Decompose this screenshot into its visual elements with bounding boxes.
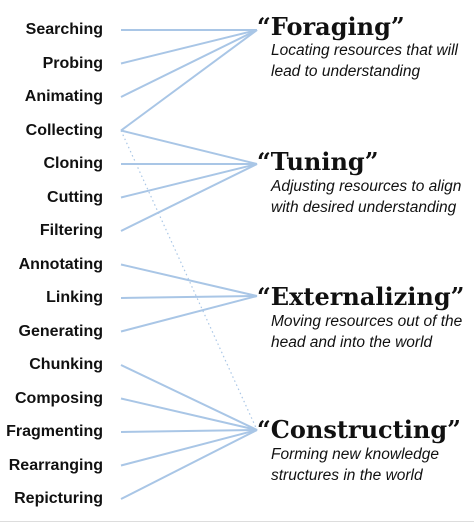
connector-line	[120, 429, 258, 467]
verb-label: Repicturing	[14, 490, 103, 507]
connector-line	[120, 129, 258, 165]
category-description: Locating resources that will lead to und…	[271, 42, 458, 80]
verb-label: Searching	[25, 21, 103, 38]
category-title: “Tuning”	[257, 147, 379, 176]
verb-label: Cloning	[43, 155, 103, 172]
bottom-divider	[0, 521, 474, 522]
connector-line	[120, 29, 258, 132]
connector-line	[120, 429, 258, 433]
category-description: Adjusting resources to align with desire…	[271, 178, 462, 216]
verb-label: Linking	[46, 289, 103, 306]
verb-label: Cutting	[47, 188, 103, 206]
verb-label: Collecting	[25, 121, 103, 139]
verb-label: Probing	[42, 54, 103, 72]
verb-label: Annotating	[18, 255, 103, 273]
category-title: “Foraging”	[257, 12, 405, 41]
dotted-connector-line	[120, 130, 258, 431]
connector-line	[120, 29, 258, 65]
connector-line	[120, 263, 258, 297]
connector-line	[120, 29, 258, 98]
verb-label: Fragmenting	[6, 423, 103, 440]
verb-label: Chunking	[29, 356, 103, 373]
category-description: Forming new knowledge structures in the …	[271, 446, 440, 484]
category-title: “Externalizing”	[257, 282, 465, 311]
verb-label: Filtering	[39, 222, 103, 239]
category-title: “Constructing”	[257, 415, 461, 444]
connector-line	[120, 397, 258, 431]
verb-label: Animating	[24, 88, 103, 105]
connector-line	[120, 295, 258, 333]
connector-line	[120, 295, 258, 299]
connector-line	[120, 429, 258, 500]
verb-label: Composing	[15, 389, 103, 407]
verb-label: Generating	[18, 322, 103, 340]
category-description: Moving resources out of the head and int…	[271, 313, 463, 351]
connector-line	[120, 163, 258, 199]
verb-label: Rearranging	[8, 456, 103, 474]
connector-line	[120, 163, 258, 232]
connector-line	[120, 364, 258, 431]
